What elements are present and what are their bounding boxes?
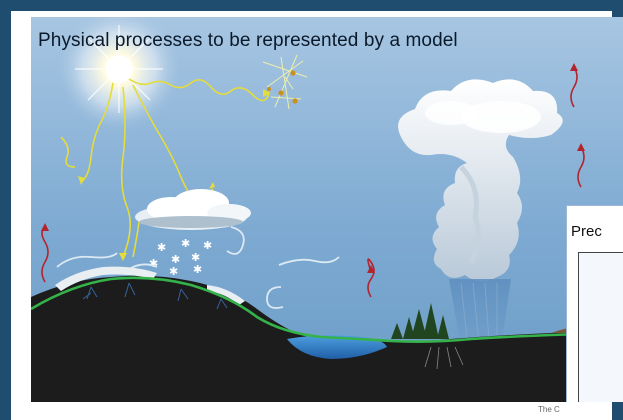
climate-processes-illustration: ✱ ✱ ✱ ✱ ✱ ✱ ✱ ✱ xyxy=(31,17,623,402)
small-cloud-icon xyxy=(135,189,251,230)
inset-title: Prec xyxy=(571,223,602,240)
precipitation-inset-panel: Prec xyxy=(566,205,623,402)
snowflake-icon: ✱ ✱ ✱ ✱ ✱ ✱ ✱ ✱ xyxy=(149,238,212,278)
image-credit: The C xyxy=(538,405,560,414)
svg-text:✱: ✱ xyxy=(203,240,212,252)
snow-patch xyxy=(207,285,245,305)
rain-streaks xyxy=(460,282,498,344)
svg-text:✱: ✱ xyxy=(169,266,178,278)
svg-text:✱: ✱ xyxy=(171,254,180,266)
tree-icon xyxy=(391,303,449,339)
svg-text:✱: ✱ xyxy=(193,264,202,276)
red-wavy-arrow-icon xyxy=(41,66,585,298)
soil-roots xyxy=(82,282,228,310)
svg-text:✱: ✱ xyxy=(149,258,158,270)
svg-text:✱: ✱ xyxy=(191,252,200,264)
svg-text:✱: ✱ xyxy=(181,238,190,250)
mountain-icon xyxy=(31,275,623,402)
sun-icon xyxy=(57,17,181,131)
svg-text:✱: ✱ xyxy=(157,242,166,254)
groundwater xyxy=(424,346,464,370)
rain-shaft xyxy=(449,279,511,347)
inset-diagram-box xyxy=(578,252,623,402)
snow-cap xyxy=(55,266,157,291)
land-surface-line xyxy=(31,276,623,343)
gas-molecules xyxy=(267,70,298,104)
yellow-wavy-arrow-icon xyxy=(60,78,270,258)
red-arrow-heads xyxy=(41,63,585,273)
lake-icon xyxy=(287,335,387,359)
slide-caption: Physical processes to be represented by … xyxy=(38,30,458,51)
cumulonimbus-cloud-icon xyxy=(398,79,563,282)
climate-scene: ✱ ✱ ✱ ✱ ✱ ✱ ✱ ✱ xyxy=(31,17,623,402)
